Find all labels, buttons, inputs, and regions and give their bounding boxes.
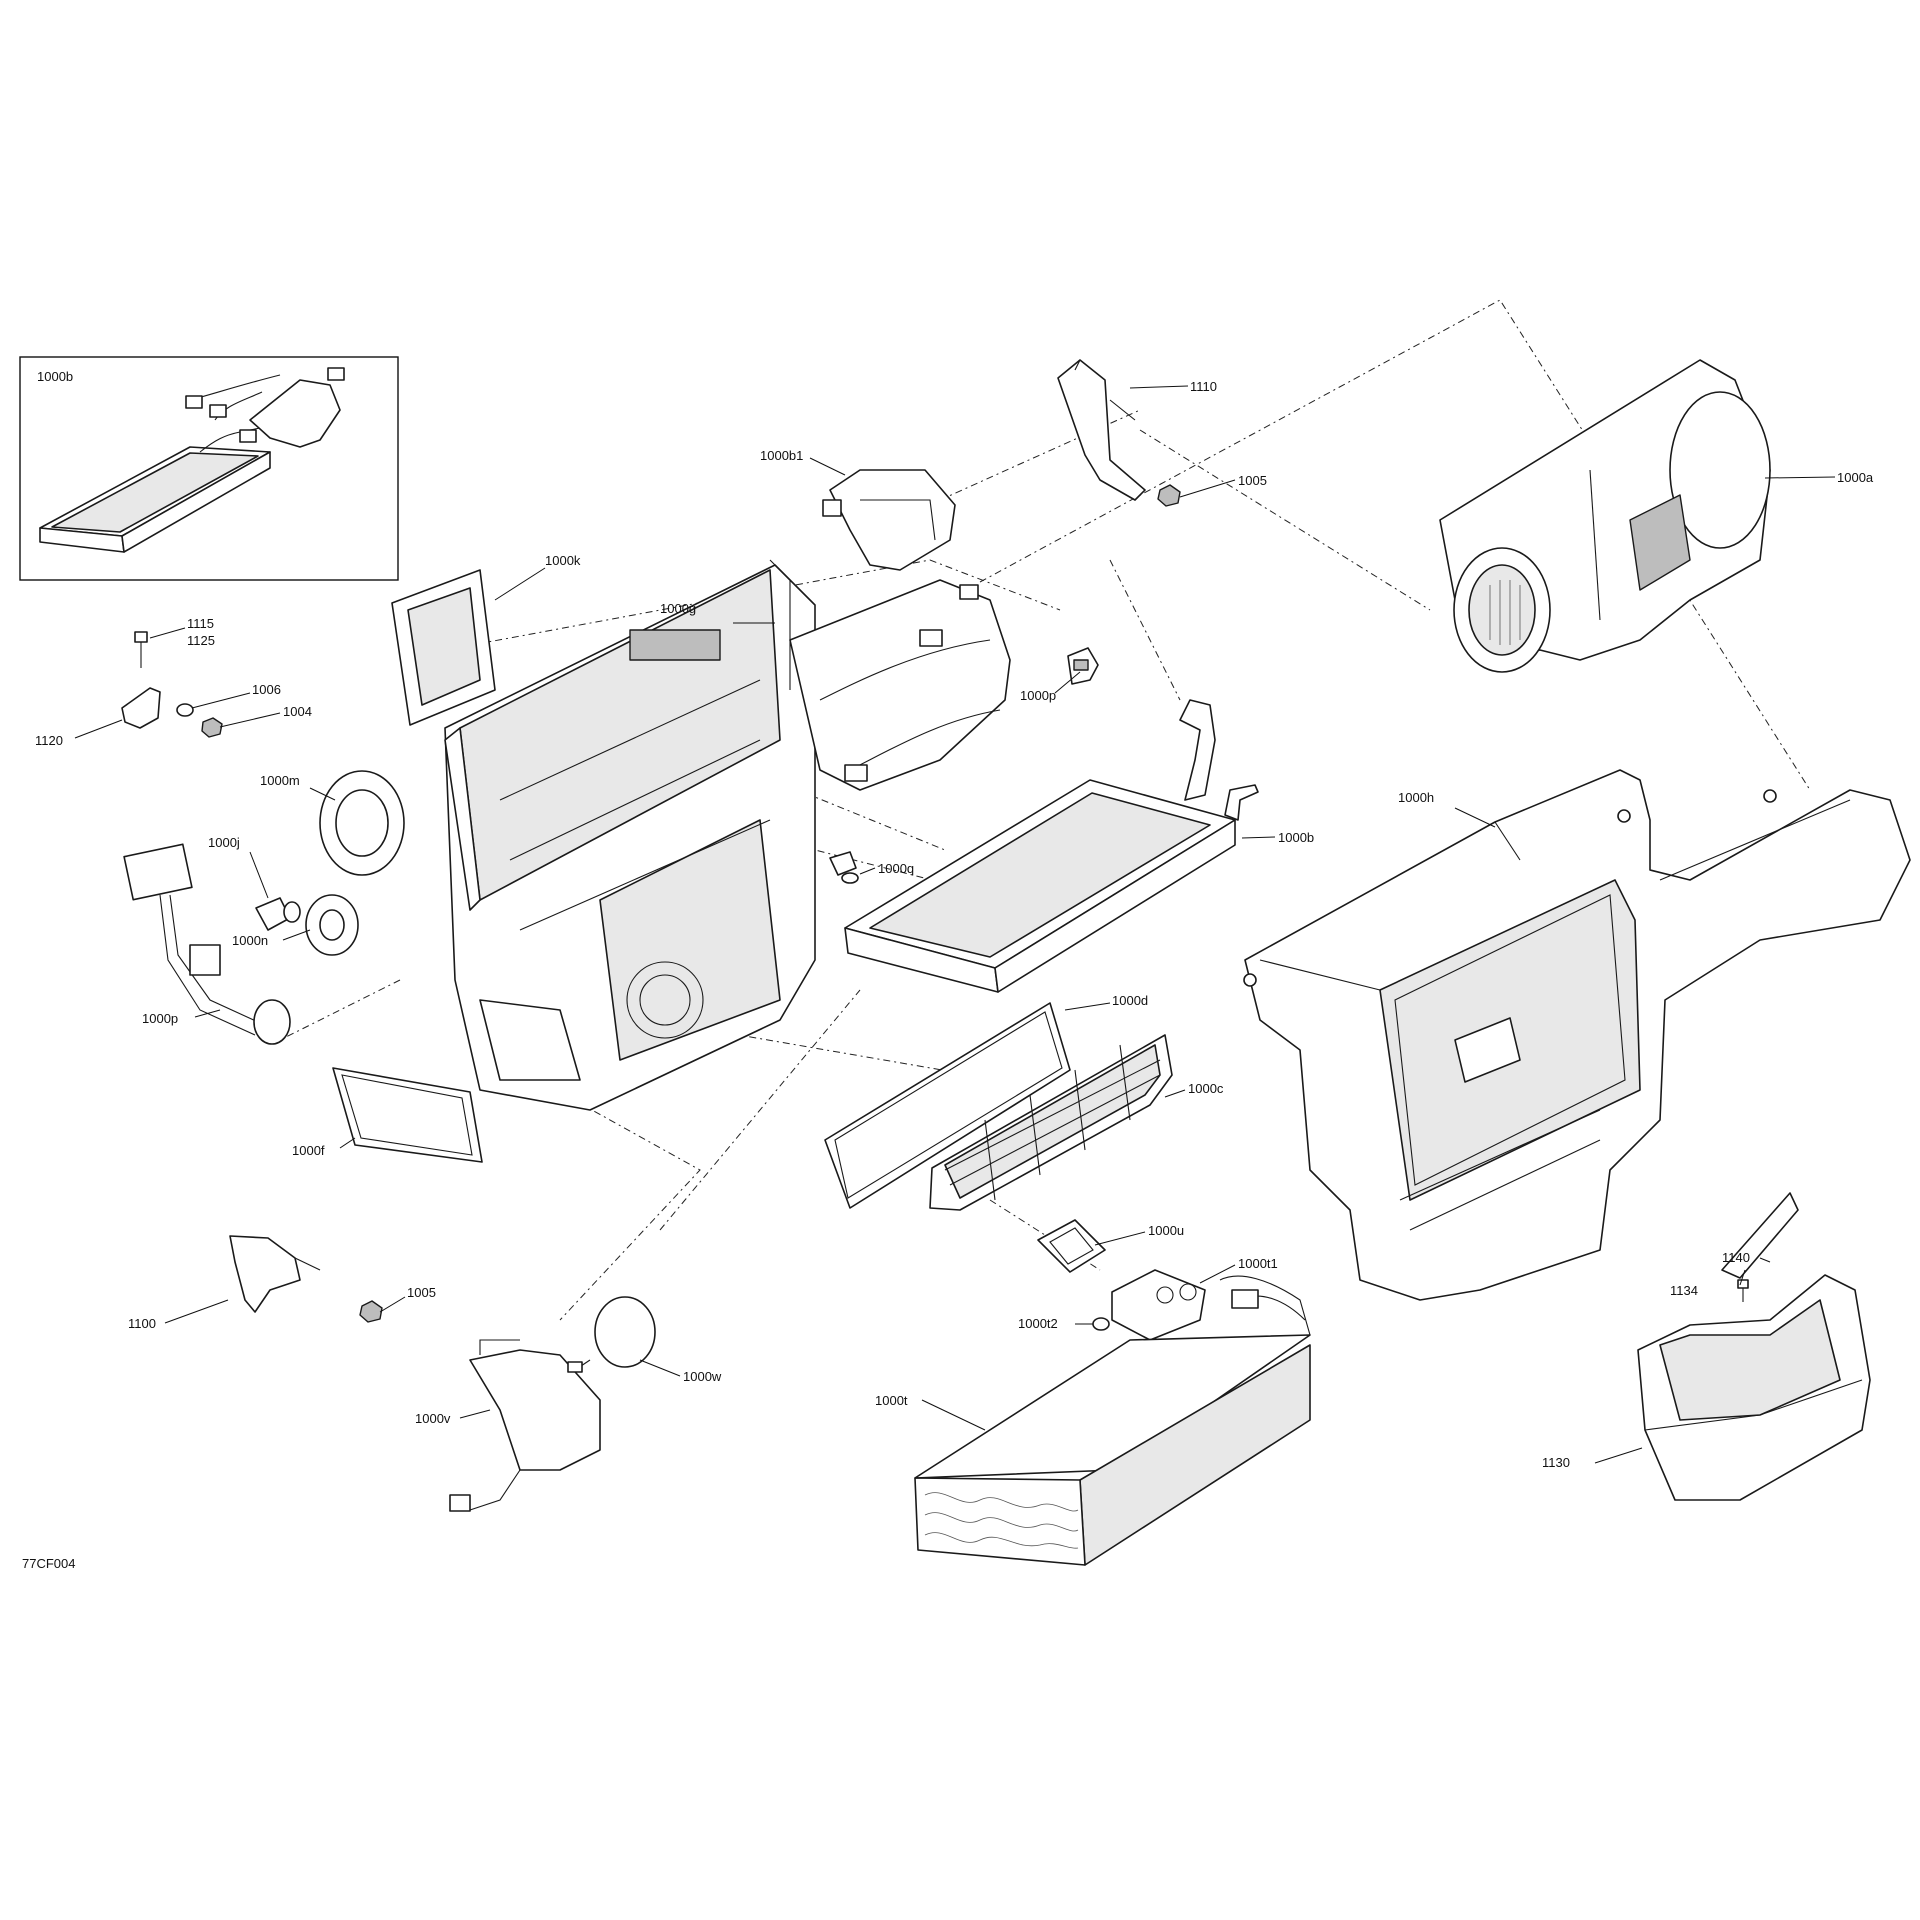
leader-lines: [74, 385, 1836, 1464]
block-1000t1: [1111, 1269, 1206, 1341]
inset-label: 1000b: [37, 369, 73, 384]
blower-motor-1000a: [1439, 359, 1771, 673]
drawing-code: 77CF004: [22, 1556, 75, 1571]
grommet-1000n: [305, 894, 359, 956]
bracket-1110: [1057, 359, 1146, 501]
nut-1004: [201, 717, 223, 738]
callout-1006: 1006: [252, 682, 281, 697]
callout-1000h: 1000h: [1398, 790, 1434, 805]
fitting-1000q: [829, 851, 859, 884]
callout-1000t: 1000t: [875, 1393, 908, 1408]
callout-1100: 1100: [128, 1316, 156, 1331]
callout-1000p-left: 1000p: [142, 1011, 178, 1026]
o-ring-1000t2: [1092, 1317, 1110, 1331]
door-1000w: [567, 1296, 656, 1373]
callout-1000m: 1000m: [260, 773, 300, 788]
callout-1000u: 1000u: [1148, 1223, 1184, 1238]
callout-1000j: 1000j: [208, 835, 240, 850]
callout-1000b1: 1000b1: [760, 448, 803, 463]
nut-1005-top: [1157, 484, 1181, 507]
actuator-1000v: [449, 1339, 601, 1512]
callout-1000d: 1000d: [1112, 993, 1148, 1008]
gasket-1000d: [824, 1002, 1071, 1209]
heater-hoses: [789, 579, 1011, 791]
callout-1005-top: 1005: [1238, 473, 1267, 488]
callout-1115: 1115: [187, 616, 214, 631]
callout-1000t1: 1000t1: [1238, 1256, 1278, 1271]
callout-1004: 1004: [283, 704, 312, 719]
callout-labels: 1110 1005 1000b1 1000a 1000k 1000g 1115 …: [35, 379, 1874, 1470]
bracket-1100: [229, 1235, 321, 1313]
inset-heater-core-illustration: [39, 367, 345, 553]
callout-1125: 1125: [187, 633, 215, 648]
callout-1130: 1130: [1542, 1455, 1570, 1470]
screw-1115: [134, 631, 148, 668]
callout-1000t2: 1000t2: [1018, 1316, 1058, 1331]
callout-1000v: 1000v: [415, 1411, 451, 1426]
gasket-1000f: [332, 1067, 483, 1163]
callout-1000w: 1000w: [683, 1369, 722, 1384]
callout-1000b-main: 1000b: [1278, 830, 1314, 845]
nut-1005-bottom: [359, 1300, 383, 1323]
callout-1140: 1140: [1722, 1250, 1750, 1265]
callout-1005-bottom: 1005: [407, 1285, 436, 1300]
callout-1000q: 1000q: [878, 861, 914, 876]
bracket-1140: [1721, 1192, 1799, 1279]
callout-1000a: 1000a: [1837, 470, 1874, 485]
callout-1000c: 1000c: [1188, 1081, 1224, 1096]
heater-housing-1000g: [444, 559, 816, 1111]
cover-1130: [1637, 1274, 1871, 1501]
callout-1110: 1110: [1190, 379, 1217, 394]
grommet-1000m: [319, 770, 405, 876]
grille-1000c: [929, 1034, 1173, 1211]
wire-harness-1000p: [123, 843, 291, 1045]
callout-1120: 1120: [35, 733, 63, 748]
actuator-1000b1: [822, 469, 956, 571]
callout-1000p-top: 1000p: [1020, 688, 1056, 703]
evaporator-1000t: [914, 1275, 1311, 1566]
callout-1134: 1134: [1670, 1283, 1698, 1298]
inset-box: 1000b: [19, 356, 399, 581]
callout-1000n: 1000n: [232, 933, 268, 948]
washer-1006: [176, 703, 194, 717]
callout-1000f: 1000f: [292, 1143, 325, 1158]
bracket-1120: [121, 687, 161, 729]
screw-1134: [1737, 1279, 1749, 1302]
seal-1000k: [391, 569, 496, 726]
seal-1000u: [1037, 1219, 1106, 1273]
evaporator-housing-1000h: [1243, 769, 1911, 1301]
callout-1000g: 1000g: [660, 601, 696, 616]
sensor-1000j: [255, 897, 301, 931]
callout-1000k: 1000k: [545, 553, 581, 568]
heater-core-1000b: [844, 699, 1259, 993]
